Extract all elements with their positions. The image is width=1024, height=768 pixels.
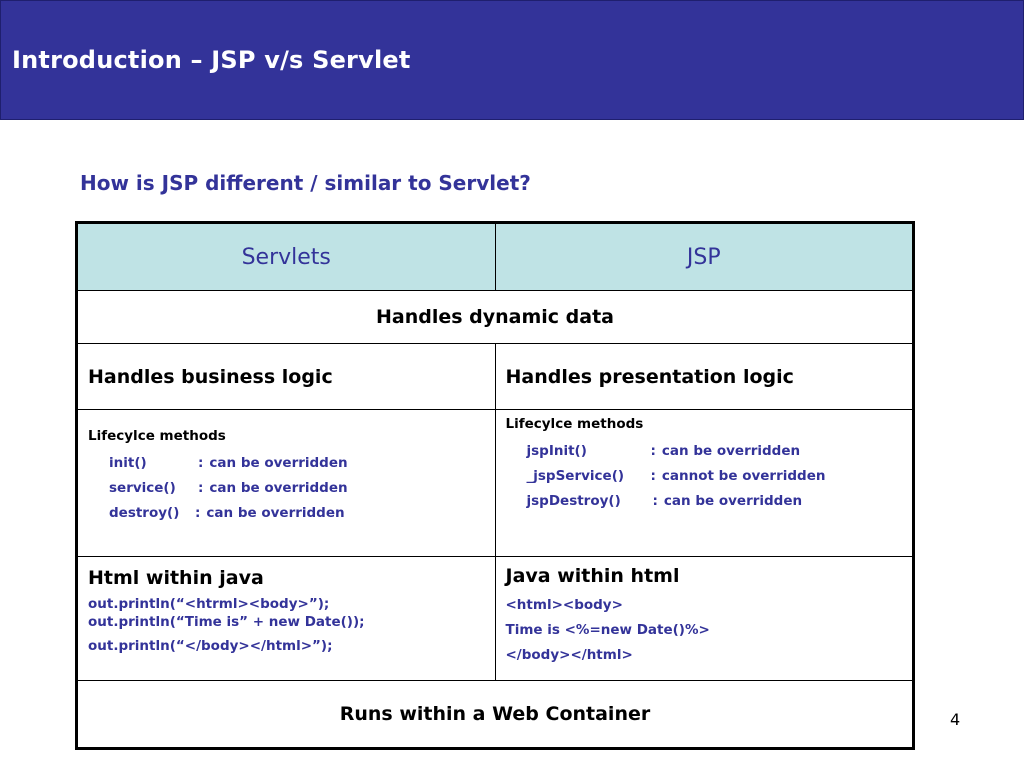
jsp-lifecycle-title: Lifecylce methods <box>505 416 644 432</box>
lifecycle-method: service(): can be overridden <box>109 475 485 500</box>
subtitle: How is JSP different / similar to Servle… <box>80 171 531 195</box>
lifecycle-method: jspDestroy(): can be overridden <box>527 488 903 513</box>
method-name: destroy() <box>109 504 180 521</box>
page-number: 4 <box>950 710 961 729</box>
method-name: service() <box>109 479 176 496</box>
separator: : <box>198 454 204 471</box>
code-line: out.println(“<htrml><body>”); <box>88 596 330 612</box>
code-line: <html><body> <box>505 597 623 613</box>
servlet-embedding-cell: Html within java out.println(“<htrml><bo… <box>76 556 496 681</box>
method-note: can be overridden <box>206 504 345 521</box>
method-name: init() <box>109 454 147 471</box>
code-line: out.println(“Time is” + new Date()); <box>88 614 365 630</box>
shared-cell-dynamic-data: Handles dynamic data <box>76 290 914 344</box>
jsp-lifecycle-cell: Lifecylce methods jspInit(): can be overr… <box>494 409 914 557</box>
method-name: jspInit() <box>526 442 587 459</box>
jsp-logic-cell: Handles presentation logic <box>494 343 914 410</box>
servlet-embedding-heading: Html within java <box>88 567 264 589</box>
method-name: jspDestroy() <box>526 492 621 509</box>
title-bar: Introduction – JSP v/s Servlet <box>0 0 1024 120</box>
shared-cell-web-container: Runs within a Web Container <box>76 680 914 749</box>
table-row: Lifecylce methods init():can be overridd… <box>76 409 914 557</box>
separator: : <box>652 492 658 509</box>
comparison-table: Servlets JSP Handles dynamic data Handle… <box>75 221 915 750</box>
separator: : <box>650 442 656 459</box>
table-row: Handles dynamic data <box>76 290 914 344</box>
jsp-embedding-cell: Java within html <html><body> Time is <%… <box>494 556 914 681</box>
lifecycle-method: destroy(): can be overridden <box>109 500 485 525</box>
separator: : <box>198 479 204 496</box>
method-name: _jspService() <box>526 467 625 484</box>
code-line: </body></html> <box>505 647 633 663</box>
method-note: cannot be overridden <box>661 467 826 484</box>
servlet-logic-cell: Handles business logic <box>76 343 496 410</box>
code-line: Time is <%=new Date()%> <box>505 622 710 638</box>
separator: : <box>195 504 201 521</box>
method-note: can be overridden <box>209 454 348 471</box>
table-row: Handles business logic Handles presentat… <box>76 343 914 410</box>
method-note: can be overridden <box>209 479 348 496</box>
code-line: out.println(“</body></html>”); <box>88 638 333 654</box>
method-note: can be overridden <box>663 492 803 509</box>
column-header-servlets: Servlets <box>76 222 496 291</box>
servlet-lifecycle-title: Lifecylce methods <box>88 428 226 444</box>
separator: : <box>650 467 656 484</box>
servlet-lifecycle-cell: Lifecylce methods init():can be overridd… <box>76 409 496 557</box>
method-note: can be overridden <box>661 442 801 459</box>
lifecycle-method: init(): can be overridden <box>109 450 485 475</box>
lifecycle-method: _jspService(): cannot be overridden <box>527 463 903 488</box>
table-row: Runs within a Web Container <box>76 680 914 749</box>
lifecycle-method: jspInit(): can be overridden <box>527 438 903 463</box>
jsp-embedding-heading: Java within html <box>505 565 680 587</box>
table-row: Html within java out.println(“<htrml><bo… <box>76 556 914 681</box>
table-header-row: Servlets JSP <box>76 222 914 291</box>
column-header-jsp: JSP <box>494 222 914 291</box>
page-title: Introduction – JSP v/s Servlet <box>12 46 411 74</box>
